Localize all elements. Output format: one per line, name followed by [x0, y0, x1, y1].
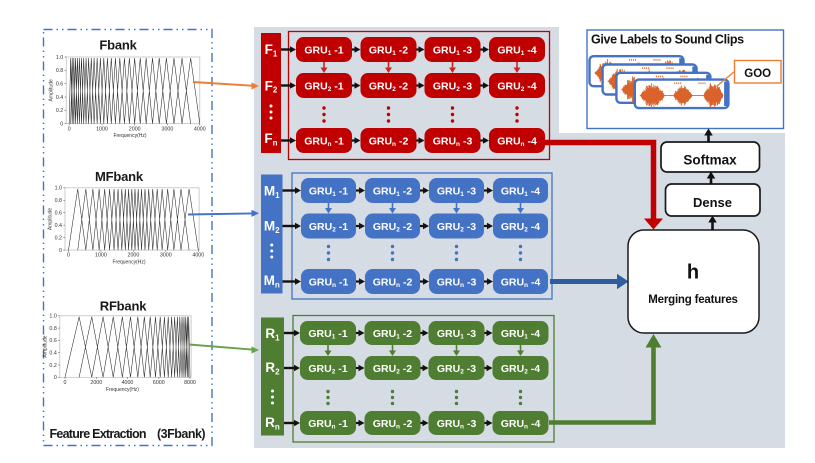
svg-text:0: 0 — [54, 375, 57, 381]
svg-text:1.0: 1.0 — [49, 314, 56, 320]
svg-text:Softmax: Softmax — [683, 153, 737, 168]
svg-text:3000: 3000 — [162, 126, 174, 132]
svg-text:GRUn -2: GRUn -2 — [369, 135, 409, 148]
svg-text:Dense: Dense — [693, 195, 732, 210]
svg-text:4000: 4000 — [122, 380, 134, 386]
svg-text:Amplitude: Amplitude — [48, 208, 54, 230]
svg-text:Frequency(Hz): Frequency(Hz) — [106, 387, 139, 393]
svg-text:1.0: 1.0 — [56, 55, 63, 61]
svg-text:8000: 8000 — [184, 380, 196, 386]
svg-text:GRU2 -4: GRU2 -4 — [501, 221, 540, 234]
svg-text:GRUn -4: GRUn -4 — [501, 276, 541, 289]
svg-text:GRU2 -1: GRU2 -1 — [304, 80, 343, 93]
svg-text:6000: 6000 — [153, 380, 165, 386]
svg-text:4000: 4000 — [194, 126, 206, 132]
svg-text:GRUn -3: GRUn -3 — [433, 135, 473, 148]
svg-text:GRU1 -4: GRU1 -4 — [501, 185, 540, 198]
svg-text:Feature Extraction: Feature Extraction — [50, 427, 146, 441]
svg-text:0.6: 0.6 — [55, 211, 62, 217]
svg-text:GRU1 -3: GRU1 -3 — [433, 44, 472, 57]
svg-text:Amplitude: Amplitude — [42, 335, 48, 357]
svg-text:GRU2 -3: GRU2 -3 — [433, 80, 472, 93]
svg-text:4000: 4000 — [192, 253, 204, 259]
svg-text:0.4: 0.4 — [56, 95, 63, 101]
svg-text:GRU2 -2: GRU2 -2 — [373, 363, 412, 376]
svg-text:GRU1 -2: GRU1 -2 — [373, 328, 412, 341]
svg-text:1000: 1000 — [95, 253, 107, 259]
svg-text:0.2: 0.2 — [49, 363, 56, 369]
svg-text:0: 0 — [64, 380, 67, 386]
svg-text:GRUn -3: GRUn -3 — [437, 276, 477, 289]
svg-text:0.4: 0.4 — [55, 223, 62, 229]
svg-text:GRU2 -3: GRU2 -3 — [437, 363, 476, 376]
svg-text:GOO: GOO — [744, 68, 771, 80]
svg-text:2000: 2000 — [129, 126, 141, 132]
svg-text:GRU1 -1: GRU1 -1 — [309, 185, 348, 198]
svg-text:GRU2 -3: GRU2 -3 — [437, 221, 476, 234]
svg-text:2000: 2000 — [90, 380, 102, 386]
svg-text:0: 0 — [67, 253, 70, 259]
svg-text:GRU1 -1: GRU1 -1 — [308, 328, 347, 341]
svg-text:0.8: 0.8 — [56, 68, 63, 74]
svg-text:GRUn -1: GRUn -1 — [308, 418, 348, 431]
svg-text:MFbank: MFbank — [95, 169, 144, 184]
svg-text:0.2: 0.2 — [55, 235, 62, 241]
svg-text:GRU2 -2: GRU2 -2 — [373, 221, 412, 234]
svg-text:0.2: 0.2 — [56, 108, 63, 114]
svg-text:GRU1 -4: GRU1 -4 — [497, 44, 536, 57]
svg-text:Amplitude: Amplitude — [49, 79, 55, 101]
svg-text:0: 0 — [68, 126, 71, 132]
svg-text:GRUn -3: GRUn -3 — [437, 418, 477, 431]
svg-text:GRU1 -2: GRU1 -2 — [369, 44, 408, 57]
svg-text:3000: 3000 — [160, 253, 172, 259]
svg-text:GRU1 -4: GRU1 -4 — [501, 328, 540, 341]
svg-text:1.0: 1.0 — [55, 186, 62, 192]
svg-text:Merging features: Merging features — [648, 294, 737, 306]
svg-text:GRU1 -2: GRU1 -2 — [373, 185, 412, 198]
svg-text:Give Labels to Sound Clips: Give Labels to Sound Clips — [591, 33, 744, 47]
svg-text:0.8: 0.8 — [49, 326, 56, 332]
svg-text:Frequency(Hz): Frequency(Hz) — [113, 133, 146, 139]
svg-text:(3Fbank): (3Fbank) — [157, 427, 205, 441]
svg-text:GRU1 -1: GRU1 -1 — [304, 44, 343, 57]
svg-text:GRUn -1: GRUn -1 — [304, 135, 344, 148]
svg-text:GRUn -4: GRUn -4 — [497, 135, 537, 148]
svg-text:GRU1 -3: GRU1 -3 — [437, 185, 476, 198]
svg-text:0.4: 0.4 — [49, 351, 56, 357]
svg-text:0.6: 0.6 — [56, 81, 63, 87]
svg-text:Fbank: Fbank — [99, 38, 137, 53]
svg-text:GRUn -2: GRUn -2 — [373, 418, 413, 431]
svg-text:GRU2 -2: GRU2 -2 — [369, 80, 408, 93]
svg-text:GRU2 -4: GRU2 -4 — [497, 80, 536, 93]
svg-text:2000: 2000 — [128, 253, 140, 259]
svg-text:GRU2 -1: GRU2 -1 — [308, 363, 347, 376]
svg-text:0.8: 0.8 — [55, 198, 62, 204]
svg-text:0: 0 — [60, 122, 63, 128]
svg-text:Frequency(Hz): Frequency(Hz) — [113, 260, 146, 266]
svg-text:0.6: 0.6 — [49, 338, 56, 344]
svg-text:RFbank: RFbank — [100, 299, 147, 314]
svg-text:h: h — [687, 262, 699, 284]
svg-text:1000: 1000 — [96, 126, 108, 132]
svg-text:GRU2 -4: GRU2 -4 — [501, 363, 540, 376]
svg-text:0: 0 — [59, 248, 62, 254]
svg-text:GRU2 -1: GRU2 -1 — [309, 221, 348, 234]
svg-text:GRUn -1: GRUn -1 — [309, 276, 349, 289]
svg-text:GRUn -2: GRUn -2 — [373, 276, 413, 289]
svg-text:GRU1 -3: GRU1 -3 — [437, 328, 476, 341]
svg-text:GRUn -4: GRUn -4 — [501, 418, 541, 431]
